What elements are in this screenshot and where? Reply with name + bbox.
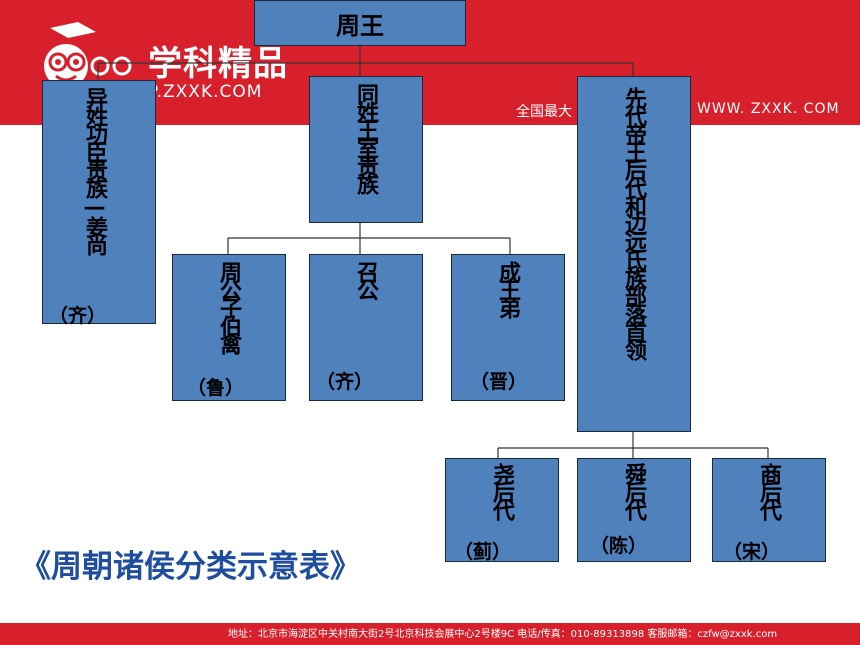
brand-url: P.ZXXK.COM bbox=[148, 82, 263, 102]
leaf-shang: 商后代 （宋） bbox=[712, 458, 826, 563]
brand-url-secondary: WWW. ZXXK. COM bbox=[697, 101, 840, 117]
leaf-shun: 舜后代 （陈） bbox=[577, 458, 691, 562]
leaf-shaogong: 召公 （齐） bbox=[309, 254, 423, 401]
leaf-shang-state: （宋） bbox=[723, 541, 781, 563]
branch-xiandai: 先代帝王后代和边远氏族部落首领 bbox=[577, 76, 691, 432]
leaf-shun-label: 舜后代 bbox=[621, 463, 646, 517]
leaf-shaogong-label: 召公 bbox=[353, 261, 378, 297]
leaf-zhougong: 周公子伯禽 （鲁） bbox=[172, 254, 286, 401]
leaf-shaogong-state: （齐） bbox=[316, 371, 374, 393]
leaf-yao-label: 尧后代 bbox=[489, 463, 514, 517]
root-label: 周王 bbox=[336, 11, 384, 40]
brand-slogan: 全国最大 bbox=[516, 104, 572, 120]
leaf-shang-label: 商后代 bbox=[756, 463, 781, 517]
footer-band bbox=[0, 623, 860, 645]
mascot-logo-icon bbox=[44, 22, 132, 88]
branch-tongxing: 同姓王室贵族 bbox=[309, 76, 423, 223]
leaf-shun-state: （陈） bbox=[590, 535, 648, 557]
leaf-chengwangdi: 成王弟 （晋） bbox=[451, 254, 565, 401]
brand-title: 学科精品 bbox=[148, 44, 288, 84]
leaf-zhougong-label: 周公子伯禽 bbox=[216, 261, 241, 351]
footer-address: 地址：北京市海淀区中关村南大街2号北京科技会展中心2号楼9C 电话/传真：010… bbox=[228, 629, 778, 640]
branch-tongxing-label: 同姓王室贵族 bbox=[353, 83, 378, 191]
branch-yixing-state: （齐） bbox=[49, 305, 107, 327]
root-node-zhou-king: 周王 bbox=[254, 0, 466, 46]
leaf-zhougong-state: （鲁） bbox=[187, 377, 245, 399]
branch-yixing-label: 异姓功臣贵族—姜尚 bbox=[82, 87, 107, 252]
diagram-caption: 《周朝诸侯分类示意表》 bbox=[20, 549, 361, 585]
leaf-yao: 尧后代 （蓟） bbox=[445, 458, 559, 563]
branch-yixing: 异姓功臣贵族—姜尚 （齐） bbox=[42, 80, 156, 327]
leaf-yao-state: （蓟） bbox=[454, 541, 512, 563]
branch-xiandai-label: 先代帝王后代和边远氏族部落首领 bbox=[621, 87, 646, 357]
leaf-chengwangdi-label: 成王弟 bbox=[495, 261, 520, 315]
leaf-chengwangdi-state: （晋） bbox=[470, 371, 528, 393]
